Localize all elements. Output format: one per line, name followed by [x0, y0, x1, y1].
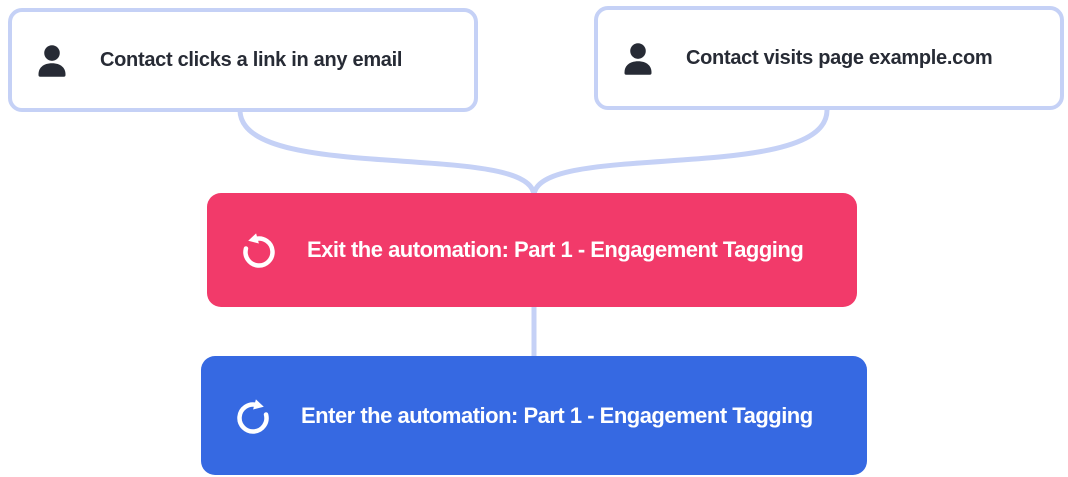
action-label: Exit the automation: Part 1 - Engagement… [307, 237, 804, 262]
rotate-cw-icon [233, 396, 273, 436]
person-icon [620, 40, 656, 76]
connector-left-trigger [237, 107, 537, 199]
trigger-node-link-click[interactable]: Contact clicks a link in any email [8, 8, 478, 112]
trigger-node-page-visit[interactable]: Contact visits page example.com [594, 6, 1064, 110]
action-label: Enter the automation: Part 1 - Engagemen… [301, 402, 813, 428]
rotate-ccw-icon [239, 230, 279, 270]
trigger-label: Contact visits page example.com [686, 46, 993, 69]
person-icon [34, 42, 70, 78]
connector-right-trigger [531, 107, 830, 199]
action-node-exit-automation[interactable]: Exit the automation: Part 1 - Engagement… [207, 193, 857, 307]
action-node-enter-automation[interactable]: Enter the automation: Part 1 - Engagemen… [201, 356, 867, 475]
trigger-label: Contact clicks a link in any email [100, 48, 403, 71]
